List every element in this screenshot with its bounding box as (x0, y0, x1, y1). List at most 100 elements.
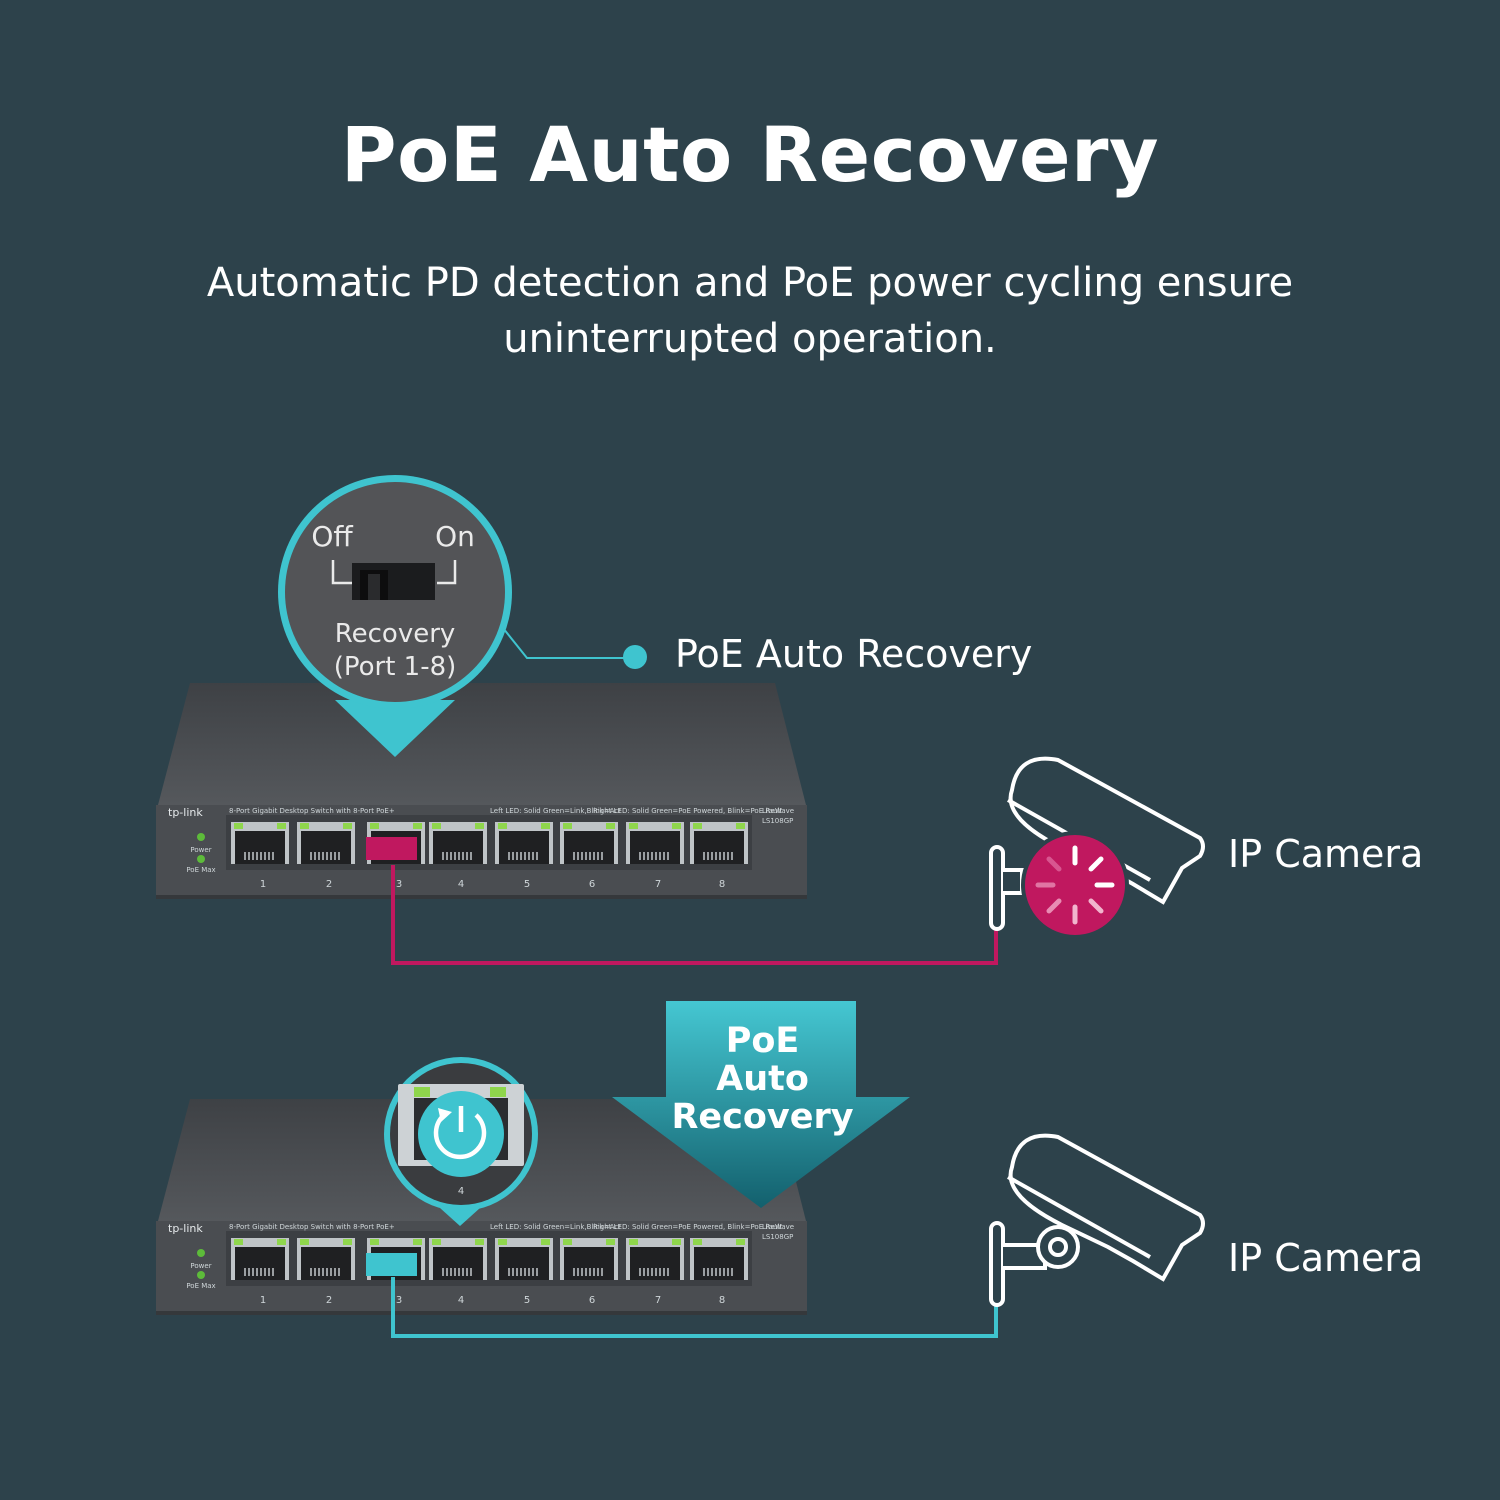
port-recovery-callout: 4 (384, 1057, 538, 1226)
page-subtitle: Automatic PD detection and PoE power cyc… (150, 255, 1350, 367)
page-title: PoE Auto Recovery (340, 110, 1160, 199)
power-led-label: Power (190, 846, 211, 854)
poe-led (606, 1239, 615, 1245)
brand-logo: tp-link (168, 806, 203, 819)
port-number: 3 (396, 1295, 402, 1306)
poe-max-led (197, 855, 205, 863)
power-led (197, 1249, 205, 1257)
port-number: 6 (589, 879, 595, 890)
model-number: LS108GP (762, 817, 793, 825)
recovery-switch-callout: Off On Recovery (Port 1-8) (278, 475, 512, 757)
badge-line-1: PoE (725, 1021, 800, 1061)
poe-led (277, 1239, 286, 1245)
poe-led (475, 1239, 484, 1245)
led-right-legend: Right LED: Solid Green=PoE Powered, Blin… (593, 807, 782, 815)
led-right-legend: Right LED: Solid Green=PoE Powered, Blin… (593, 1223, 782, 1231)
port-number: 5 (524, 1295, 530, 1306)
port-number: 3 (396, 879, 402, 890)
port-number: 4 (458, 1295, 464, 1306)
port-number: 7 (655, 879, 661, 890)
power-led-label: Power (190, 1262, 211, 1270)
port-3-ok-highlight (366, 1253, 417, 1276)
port-number: 1 (260, 879, 266, 890)
recovery-label: Recovery (335, 619, 456, 649)
series-logo: LiteWave (762, 1223, 794, 1231)
poe-led (672, 1239, 681, 1245)
poe-max-led-label: PoE Max (186, 1282, 215, 1290)
power-led (197, 833, 205, 841)
link-led (300, 1239, 309, 1245)
ip-camera-top-label: IP Camera (1228, 832, 1424, 876)
auto-recovery-badge (612, 1001, 910, 1208)
power-cycle-icon (418, 1091, 504, 1177)
poe-led (541, 1239, 550, 1245)
poe-led (736, 823, 745, 829)
link-led (300, 823, 309, 829)
subtitle-line-1: Automatic PD detection and PoE power cyc… (206, 260, 1294, 306)
port-number: 8 (719, 879, 725, 890)
link-led (693, 823, 702, 829)
switch-top-panel: tp-link 8-Port Gigabit Desktop Switch wit… (168, 806, 794, 890)
link-led (563, 1239, 572, 1245)
ip-camera-bottom-label: IP Camera (1228, 1236, 1424, 1280)
poe-led (672, 823, 681, 829)
port-number: 6 (589, 1295, 595, 1306)
recovery-ports-label: (Port 1-8) (334, 652, 457, 682)
port-number: 2 (326, 1295, 332, 1306)
link-led (563, 823, 572, 829)
link-led (629, 1239, 638, 1245)
brand-logo: tp-link (168, 1222, 203, 1235)
poe-led (343, 1239, 352, 1245)
link-led (432, 823, 441, 829)
led-left-legend: Left LED: Solid Green=Link,Blink=Act (490, 807, 621, 815)
poe-max-led (197, 1271, 205, 1279)
poe-led (413, 1239, 422, 1245)
port-3-fault-highlight (366, 837, 417, 860)
badge-text: PoE Auto Recovery (615, 1022, 910, 1136)
badge-line-2: Auto (716, 1059, 809, 1099)
link-led (693, 1239, 702, 1245)
series-logo: LiteWave (762, 807, 794, 815)
poe-max-led-label: PoE Max (186, 866, 215, 874)
model-number: LS108GP (762, 1233, 793, 1241)
link-led (370, 823, 379, 829)
led-left-legend: Left LED: Solid Green=Link,Blink=Act (490, 1223, 621, 1231)
poe-led (736, 1239, 745, 1245)
switch-on-label: On (435, 520, 475, 553)
switch-description: 8-Port Gigabit Desktop Switch with 8-Por… (229, 1223, 395, 1231)
poe-led (606, 823, 615, 829)
poe-led (475, 823, 484, 829)
poe-led (277, 823, 286, 829)
port-number: 4 (458, 879, 464, 890)
zoom-port-number: 4 (458, 1186, 464, 1197)
switch-off-label: Off (311, 520, 353, 553)
callout-dot (623, 645, 647, 669)
cable-fault (391, 865, 998, 965)
port-number: 2 (326, 879, 332, 890)
subtitle-line-2: uninterrupted operation. (503, 316, 997, 362)
link-led (498, 1239, 507, 1245)
switch-top-lid (158, 683, 806, 805)
link-led (629, 823, 638, 829)
link-led (432, 1239, 441, 1245)
port-number: 8 (719, 1295, 725, 1306)
poe-led (343, 823, 352, 829)
link-led (234, 823, 243, 829)
cable-ok (391, 1277, 998, 1338)
port-number: 5 (524, 879, 530, 890)
camera-bottom-icon (989, 1133, 1205, 1307)
link-led (234, 1239, 243, 1245)
loading-spinner-icon (1035, 845, 1115, 925)
switch-top: tp-link 8-Port Gigabit Desktop Switch wit… (156, 683, 807, 899)
link-led (370, 1239, 379, 1245)
poe-led (541, 823, 550, 829)
poe-led (413, 823, 422, 829)
port-number: 7 (655, 1295, 661, 1306)
port-number: 1 (260, 1295, 266, 1306)
poe-auto-recovery-label: PoE Auto Recovery (675, 632, 1033, 676)
callout-leader-line (502, 627, 628, 659)
link-led (498, 823, 507, 829)
switch-description: 8-Port Gigabit Desktop Switch with 8-Por… (229, 807, 395, 815)
badge-line-3: Recovery (671, 1097, 854, 1137)
